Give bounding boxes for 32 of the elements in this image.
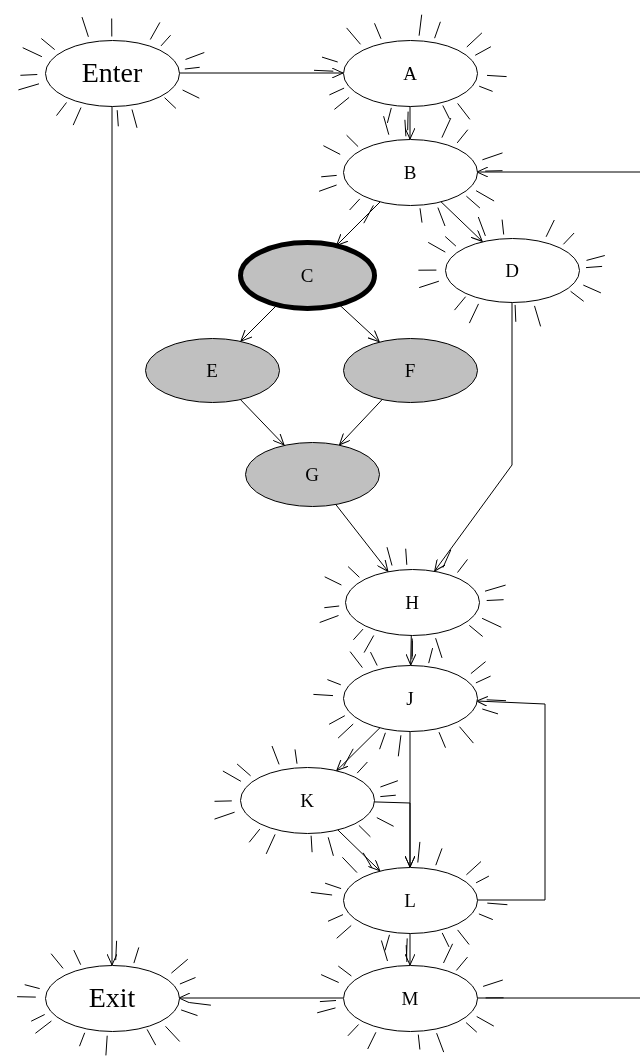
ellipse-node: C <box>237 239 377 311</box>
arrow <box>434 301 513 572</box>
arrow <box>178 67 344 79</box>
arrow <box>239 398 285 446</box>
ellipse-node: K <box>239 766 375 834</box>
arrow <box>336 201 381 246</box>
ellipse-node: M <box>342 964 478 1032</box>
ellipse-node: H <box>344 568 480 636</box>
arrow <box>178 992 344 1004</box>
arrow <box>373 801 416 868</box>
ellipse-node: E <box>144 337 280 403</box>
arrow <box>440 200 483 242</box>
ellipse-node: A <box>342 39 478 107</box>
ellipse-node: J <box>342 664 478 732</box>
ellipse-node: D <box>444 237 580 303</box>
arrow <box>404 105 416 140</box>
ellipse-node: Enter <box>44 39 180 107</box>
ellipse-node: Exit <box>44 964 180 1032</box>
arrow <box>405 634 417 666</box>
arrow <box>404 932 416 966</box>
arrow <box>336 828 381 872</box>
ellipse-node: F <box>342 337 478 403</box>
ellipse-node: G <box>244 441 380 507</box>
arrow <box>476 696 546 901</box>
arrow <box>106 105 118 966</box>
arrow <box>476 166 640 178</box>
arrow <box>338 303 380 343</box>
arrow <box>336 727 381 771</box>
ellipse-node: B <box>342 138 478 206</box>
arrow <box>334 503 389 572</box>
ellipse-node: L <box>342 866 478 934</box>
arrow <box>339 398 383 446</box>
